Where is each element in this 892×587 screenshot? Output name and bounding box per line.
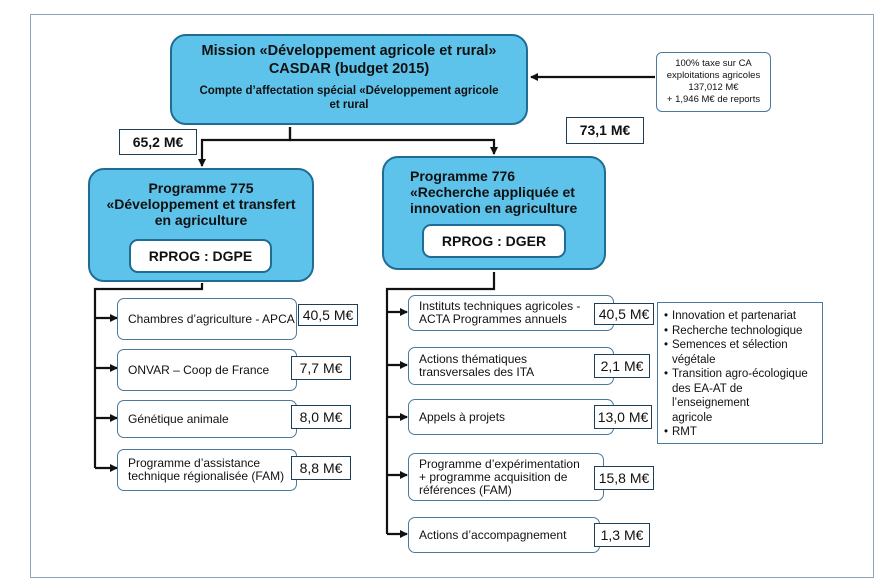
programme-775-title: Programme 775 «Développement et transfer… [106, 180, 296, 228]
arrow-mission-to-775 [198, 127, 292, 167]
amount-775-onvar: 7,7 M€ [291, 356, 351, 380]
amount-776-instituts: 40,5 M€ [594, 303, 654, 325]
amount-775-genetique: 8,0 M€ [291, 405, 351, 429]
theme-item: Semences et sélection végétale [664, 338, 818, 367]
diagram-frame [30, 14, 874, 578]
budget-775-box: 65,2 M€ [119, 129, 197, 155]
taxe-note-text: 100% taxe sur CA exploitations agricoles… [666, 58, 761, 105]
amount-775-fam: 8,8 M€ [291, 456, 351, 480]
taxe-note-box: 100% taxe sur CA exploitations agricoles… [656, 52, 771, 112]
item-775-fam: Programme d’assistance technique régiona… [117, 449, 297, 491]
amount-776-experimentation: 15,8 M€ [594, 466, 654, 490]
mission-title-1: Mission «Développement agricole et rural… [201, 43, 497, 59]
item-776-instituts: Instituts techniques agricoles - ACTA Pr… [408, 295, 614, 331]
amount-776-appels: 13,0 M€ [594, 405, 652, 429]
item-776-accompagnement: Actions d’accompagnement [408, 517, 600, 553]
item-776-appels-label: Appels à projets [419, 409, 506, 424]
item-776-thematiques-label: Actions thématiques transversales des IT… [419, 352, 535, 379]
item-776-experimentation-label: Programme d’expérimentation + programme … [419, 456, 580, 497]
rprog-dger-box: RPROG : DGER [422, 224, 566, 258]
tree-775-trunk [93, 283, 204, 468]
appels-themes-list: Innovation et partenariat Recherche tech… [664, 309, 818, 440]
item-775-chambres-label: Chambres d’agriculture - APCA [128, 311, 295, 326]
theme-item: Recherche technologique [664, 324, 818, 339]
item-776-accompagnement-label: Actions d’accompagnement [419, 527, 567, 542]
item-776-thematiques: Actions thématiques transversales des IT… [408, 347, 614, 385]
item-775-fam-label: Programme d’assistance technique régiona… [128, 456, 285, 483]
rprog-dgpe-box: RPROG : DGPE [129, 239, 272, 273]
theme-item: Transition agro-écologique des EA-AT de … [664, 367, 818, 425]
appels-themes-box: Innovation et partenariat Recherche tech… [657, 302, 823, 444]
item-775-onvar-label: ONVAR – Coop de France [128, 362, 270, 377]
item-776-appels[interactable]: Appels à projets [408, 399, 614, 435]
amount-776-thematiques: 2,1 M€ [594, 354, 650, 378]
item-776-instituts-label: Instituts techniques agricoles - ACTA Pr… [419, 299, 581, 326]
amount-776-accompagnement: 1,3 M€ [594, 523, 650, 547]
budget-776-box: 73,1 M€ [566, 117, 644, 144]
arrow-mission-to-776 [288, 127, 498, 155]
mission-box: Mission «Développement agricole et rural… [170, 34, 528, 125]
item-776-experimentation: Programme d’expérimentation + programme … [408, 453, 604, 501]
theme-item: Innovation et partenariat [664, 309, 818, 324]
programme-775-box: Programme 775 «Développement et transfer… [88, 168, 314, 282]
item-775-onvar: ONVAR – Coop de France [117, 349, 297, 391]
programme-776-title: Programme 776 «Recherche appliquée et in… [410, 168, 578, 216]
item-775-chambres: Chambres d’agriculture - APCA [117, 298, 297, 340]
mission-subtitle: Compte d’affectation spécial «Développem… [199, 85, 499, 111]
theme-item: RMT [664, 425, 818, 440]
amount-775-chambres: 40,5 M€ [298, 304, 358, 326]
tree-776-trunk [385, 272, 496, 534]
mission-title-2: CASDAR (budget 2015) [268, 61, 430, 77]
item-775-genetique-label: Génétique animale [128, 411, 229, 426]
item-775-genetique: Génétique animale [117, 400, 297, 438]
